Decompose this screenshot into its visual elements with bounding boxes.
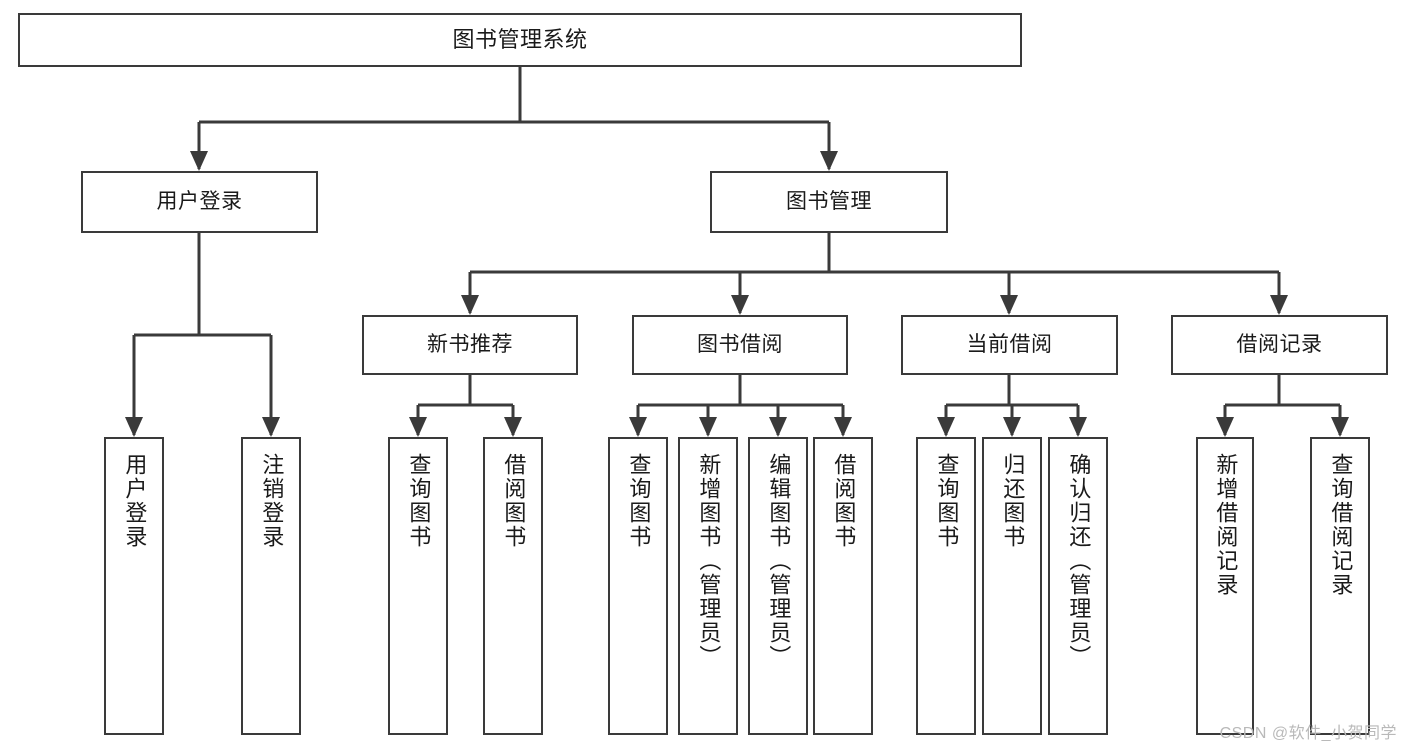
- node-label: 查询图书: [626, 453, 652, 549]
- bor-to-3-arrowhead-icon: [769, 417, 787, 437]
- node-borrow-record[interactable]: 借阅记录: [1171, 315, 1388, 375]
- bm-to-current-arrowhead-icon: [1000, 295, 1018, 315]
- node-leaf-query-record[interactable]: 查询借阅记录: [1310, 437, 1370, 735]
- rd-to-1-arrowhead-icon: [1216, 417, 1234, 437]
- node-label: 查询图书: [406, 453, 432, 549]
- user-login-to-2-arrowhead-icon: [262, 417, 280, 437]
- node-new-book-recommend[interactable]: 新书推荐: [362, 315, 578, 375]
- user-login-to-1-arrowhead-icon: [125, 417, 143, 437]
- node-label: 借阅记录: [1236, 333, 1323, 357]
- bm-to-borrow-arrowhead-icon: [731, 295, 749, 315]
- cur-to-2-arrowhead-icon: [1003, 417, 1021, 437]
- node-label: 新增借阅记录: [1213, 453, 1239, 597]
- node-root[interactable]: 图书管理系统: [18, 13, 1022, 67]
- node-label: 编辑图书（管理员）: [766, 453, 792, 669]
- root-to-user-login-arrowhead-icon: [190, 151, 208, 171]
- node-label: 借阅图书: [831, 453, 857, 549]
- node-leaf-logout[interactable]: 注销登录: [241, 437, 301, 735]
- node-label: 用户登录: [156, 190, 243, 214]
- bm-to-rec-arrowhead-icon: [461, 295, 479, 315]
- node-current-borrow[interactable]: 当前借阅: [901, 315, 1118, 375]
- cur-to-3-arrowhead-icon: [1069, 417, 1087, 437]
- watermark: CSDN @软件_小贺同学: [1219, 725, 1397, 742]
- node-label: 新增图书（管理员）: [696, 453, 722, 669]
- rec-to-2-arrowhead-icon: [504, 417, 522, 437]
- node-leaf-add-book[interactable]: 新增图书（管理员）: [678, 437, 738, 735]
- node-leaf-query-book-rec[interactable]: 查询图书: [388, 437, 448, 735]
- node-leaf-borrow-book-rec[interactable]: 借阅图书: [483, 437, 543, 735]
- bor-to-4-arrowhead-icon: [834, 417, 852, 437]
- node-label: 归还图书: [1000, 453, 1026, 549]
- node-label: 借阅图书: [501, 453, 527, 549]
- node-label: 注销登录: [259, 453, 285, 549]
- cur-to-1-arrowhead-icon: [937, 417, 955, 437]
- node-leaf-borrow-book[interactable]: 借阅图书: [813, 437, 873, 735]
- node-leaf-confirm-return[interactable]: 确认归还（管理员）: [1048, 437, 1108, 735]
- node-leaf-user-login[interactable]: 用户登录: [104, 437, 164, 735]
- node-label: 新书推荐: [427, 333, 513, 357]
- node-leaf-edit-book[interactable]: 编辑图书（管理员）: [748, 437, 808, 735]
- rec-to-1-arrowhead-icon: [409, 417, 427, 437]
- node-label: 图书管理系统: [452, 26, 588, 52]
- bor-to-1-arrowhead-icon: [629, 417, 647, 437]
- node-label: 用户登录: [122, 453, 148, 549]
- node-label: 图书管理: [786, 190, 872, 214]
- bm-to-record-arrowhead-icon: [1270, 295, 1288, 315]
- node-label: 当前借阅: [966, 333, 1053, 357]
- rd-to-2-arrowhead-icon: [1331, 417, 1349, 437]
- node-leaf-return-book[interactable]: 归还图书: [982, 437, 1042, 735]
- node-label: 图书借阅: [697, 333, 783, 357]
- root-to-book-manage-arrowhead-icon: [820, 151, 838, 171]
- node-book-borrow[interactable]: 图书借阅: [632, 315, 848, 375]
- node-book-manage[interactable]: 图书管理: [710, 171, 948, 233]
- node-label: 查询图书: [934, 453, 960, 549]
- node-leaf-add-record[interactable]: 新增借阅记录: [1196, 437, 1254, 735]
- node-label: 查询借阅记录: [1328, 453, 1354, 597]
- node-leaf-query-book-borrow[interactable]: 查询图书: [608, 437, 668, 735]
- node-user-login[interactable]: 用户登录: [81, 171, 318, 233]
- bor-to-2-arrowhead-icon: [699, 417, 717, 437]
- node-label: 确认归还（管理员）: [1066, 453, 1092, 669]
- node-leaf-query-book-current[interactable]: 查询图书: [916, 437, 976, 735]
